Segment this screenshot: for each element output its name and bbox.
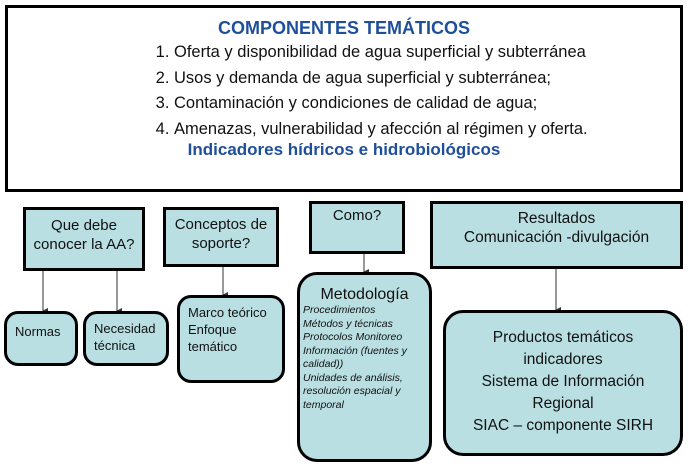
method-item: Unidades de análisis, resolución espacia…: [303, 371, 403, 411]
label: Comunicación -divulgación: [463, 229, 650, 246]
method-item: Protocolos Monitoreo: [303, 331, 403, 343]
method-item: Métodos y técnicas: [303, 317, 393, 330]
label: técnica: [94, 338, 136, 353]
method-item: Procedimientos: [303, 304, 376, 316]
label: Resultados: [517, 210, 596, 227]
productos-box: Productos temáticos indicadores Sistema …: [443, 310, 683, 456]
label: soporte?: [191, 235, 251, 252]
metodologia-title: Metodología: [320, 286, 409, 303]
method-item: Información (fuentes y calidad)): [303, 344, 407, 371]
label: SIAC – componente SIRH: [472, 417, 654, 434]
label: Sistema de Información: [481, 373, 645, 390]
label: Que debe: [51, 217, 117, 234]
components-title: COMPONENTES TEMÁTICOS: [217, 18, 470, 38]
components-list: Oferta y disponibilidad de agua superfic…: [148, 40, 588, 142]
component-item: Amenazas, vulnerabilidad y afección al r…: [174, 117, 588, 143]
metodologia-box: Metodología Procedimientos Métodos y téc…: [297, 272, 432, 462]
thematic-components-box: COMPONENTES TEMÁTICOS Oferta y disponibi…: [5, 5, 683, 192]
component-item: Contaminación y condiciones de calidad d…: [174, 91, 588, 117]
label: conocer la AA?: [33, 236, 135, 253]
label: Marco teórico: [188, 305, 267, 320]
question-how: Como?: [309, 201, 405, 254]
label: temático: [188, 339, 238, 354]
label: Enfoque: [188, 322, 237, 337]
question-what-to-know: Que debe conocer la AA?: [23, 207, 145, 271]
normas-box: Normas: [4, 311, 78, 366]
label: Conceptos de: [174, 216, 268, 233]
component-item: Usos y demanda de agua superficial y sub…: [174, 66, 588, 92]
label: indicadores: [523, 351, 603, 368]
label: Productos temáticos: [492, 329, 634, 346]
component-item: Oferta y disponibilidad de agua superfic…: [174, 40, 588, 66]
indicators-subtitle: Indicadores hídricos e hidrobiológicos: [187, 140, 501, 159]
label: Normas: [15, 324, 61, 339]
necesidad-box: Necesidad técnica: [83, 311, 169, 366]
label: Como?: [332, 207, 382, 224]
label: Necesidad: [94, 321, 156, 336]
label: Regional: [532, 395, 594, 412]
question-support-concepts: Conceptos de soporte?: [163, 207, 279, 267]
